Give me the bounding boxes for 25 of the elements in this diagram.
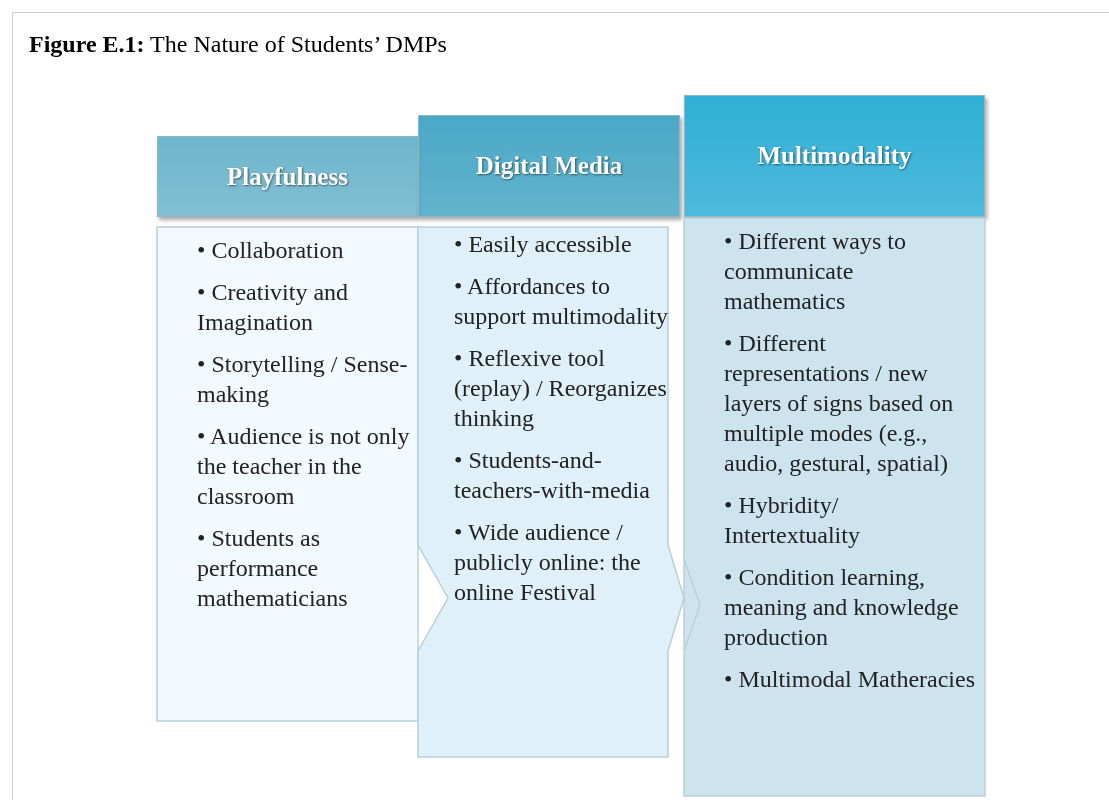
bullet-item: • Creativity and Imagination (197, 278, 350, 337)
column-header (157, 136, 418, 217)
bullet-item: • Easily accessible (454, 230, 633, 259)
figure-title: Figure E.1: The Nature of Students’ DMPs (29, 30, 447, 59)
column-header (418, 115, 680, 217)
content-panel (157, 227, 418, 721)
bullet-item: • Students-and-teachers-with-media (454, 446, 651, 505)
bullet-item: • Wide audience / publicly online: the online Festival (454, 518, 642, 607)
bullet-item: • Different representations / new layers of signs based on multiple modes (e.g., audio, gestural, spatial) (724, 329, 955, 478)
bullet-item: • Reflexive tool (replay) / Reorganizes thinking (454, 344, 668, 433)
bullet-item: • Condition learning, meaning and knowledge production (724, 563, 960, 652)
content-panel (684, 218, 985, 796)
header-text: Playfulness (227, 161, 348, 192)
bullet-item: • Affordances to support multimodality (454, 272, 669, 331)
bullet-item: • Storytelling / Sense-making (197, 350, 409, 409)
bullet-item: • Audience is not only the teacher in the classroom (197, 422, 411, 511)
bullet-item: • Different ways to communicate mathematics (724, 227, 907, 316)
column-header (684, 95, 985, 217)
bullet-item: • Collaboration (197, 236, 345, 265)
content-panel (418, 227, 684, 757)
bullet-item: • Hybridity/ Intertextuality (724, 491, 861, 550)
header-text: Digital Media (475, 151, 623, 182)
header-text: Multimodality (757, 141, 912, 172)
bullet-item: • Multimodal Matheracies (724, 665, 976, 694)
bullet-item: • Students as performance mathematicians (197, 524, 349, 613)
